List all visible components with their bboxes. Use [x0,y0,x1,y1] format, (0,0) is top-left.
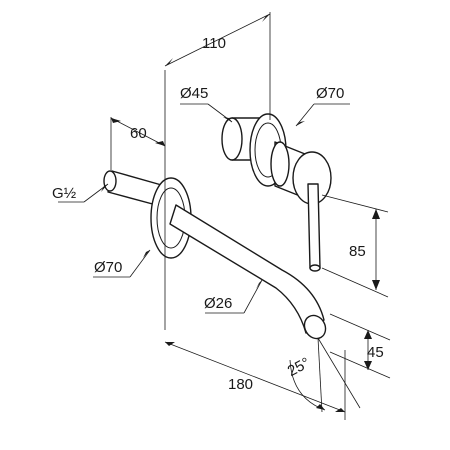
dimension-lines [58,12,391,420]
dim-flange-diameter-right: Ø70 [316,85,344,102]
dim-spout-height: 45 [367,344,384,361]
dimension-arrows [101,14,380,412]
dim-lever-height: 85 [349,243,366,260]
spout-assembly [103,170,327,340]
dim-spout-angle: 25° [285,354,313,380]
dim-depth: 60 [130,125,147,142]
dimension-labels: 110 Ø45 Ø70 60 G½ Ø70 85 Ø26 45 25° 180 [52,35,384,393]
dim-mixer-diameter: Ø45 [180,85,208,102]
dim-spout-length: 180 [228,376,253,393]
dim-thread: G½ [52,185,77,202]
dim-spout-diameter: Ø26 [204,295,232,312]
dim-flange-diameter-left: Ø70 [94,259,122,276]
mixer-body [221,113,332,272]
dim-width-top: 110 [202,35,226,52]
lever [307,183,321,269]
